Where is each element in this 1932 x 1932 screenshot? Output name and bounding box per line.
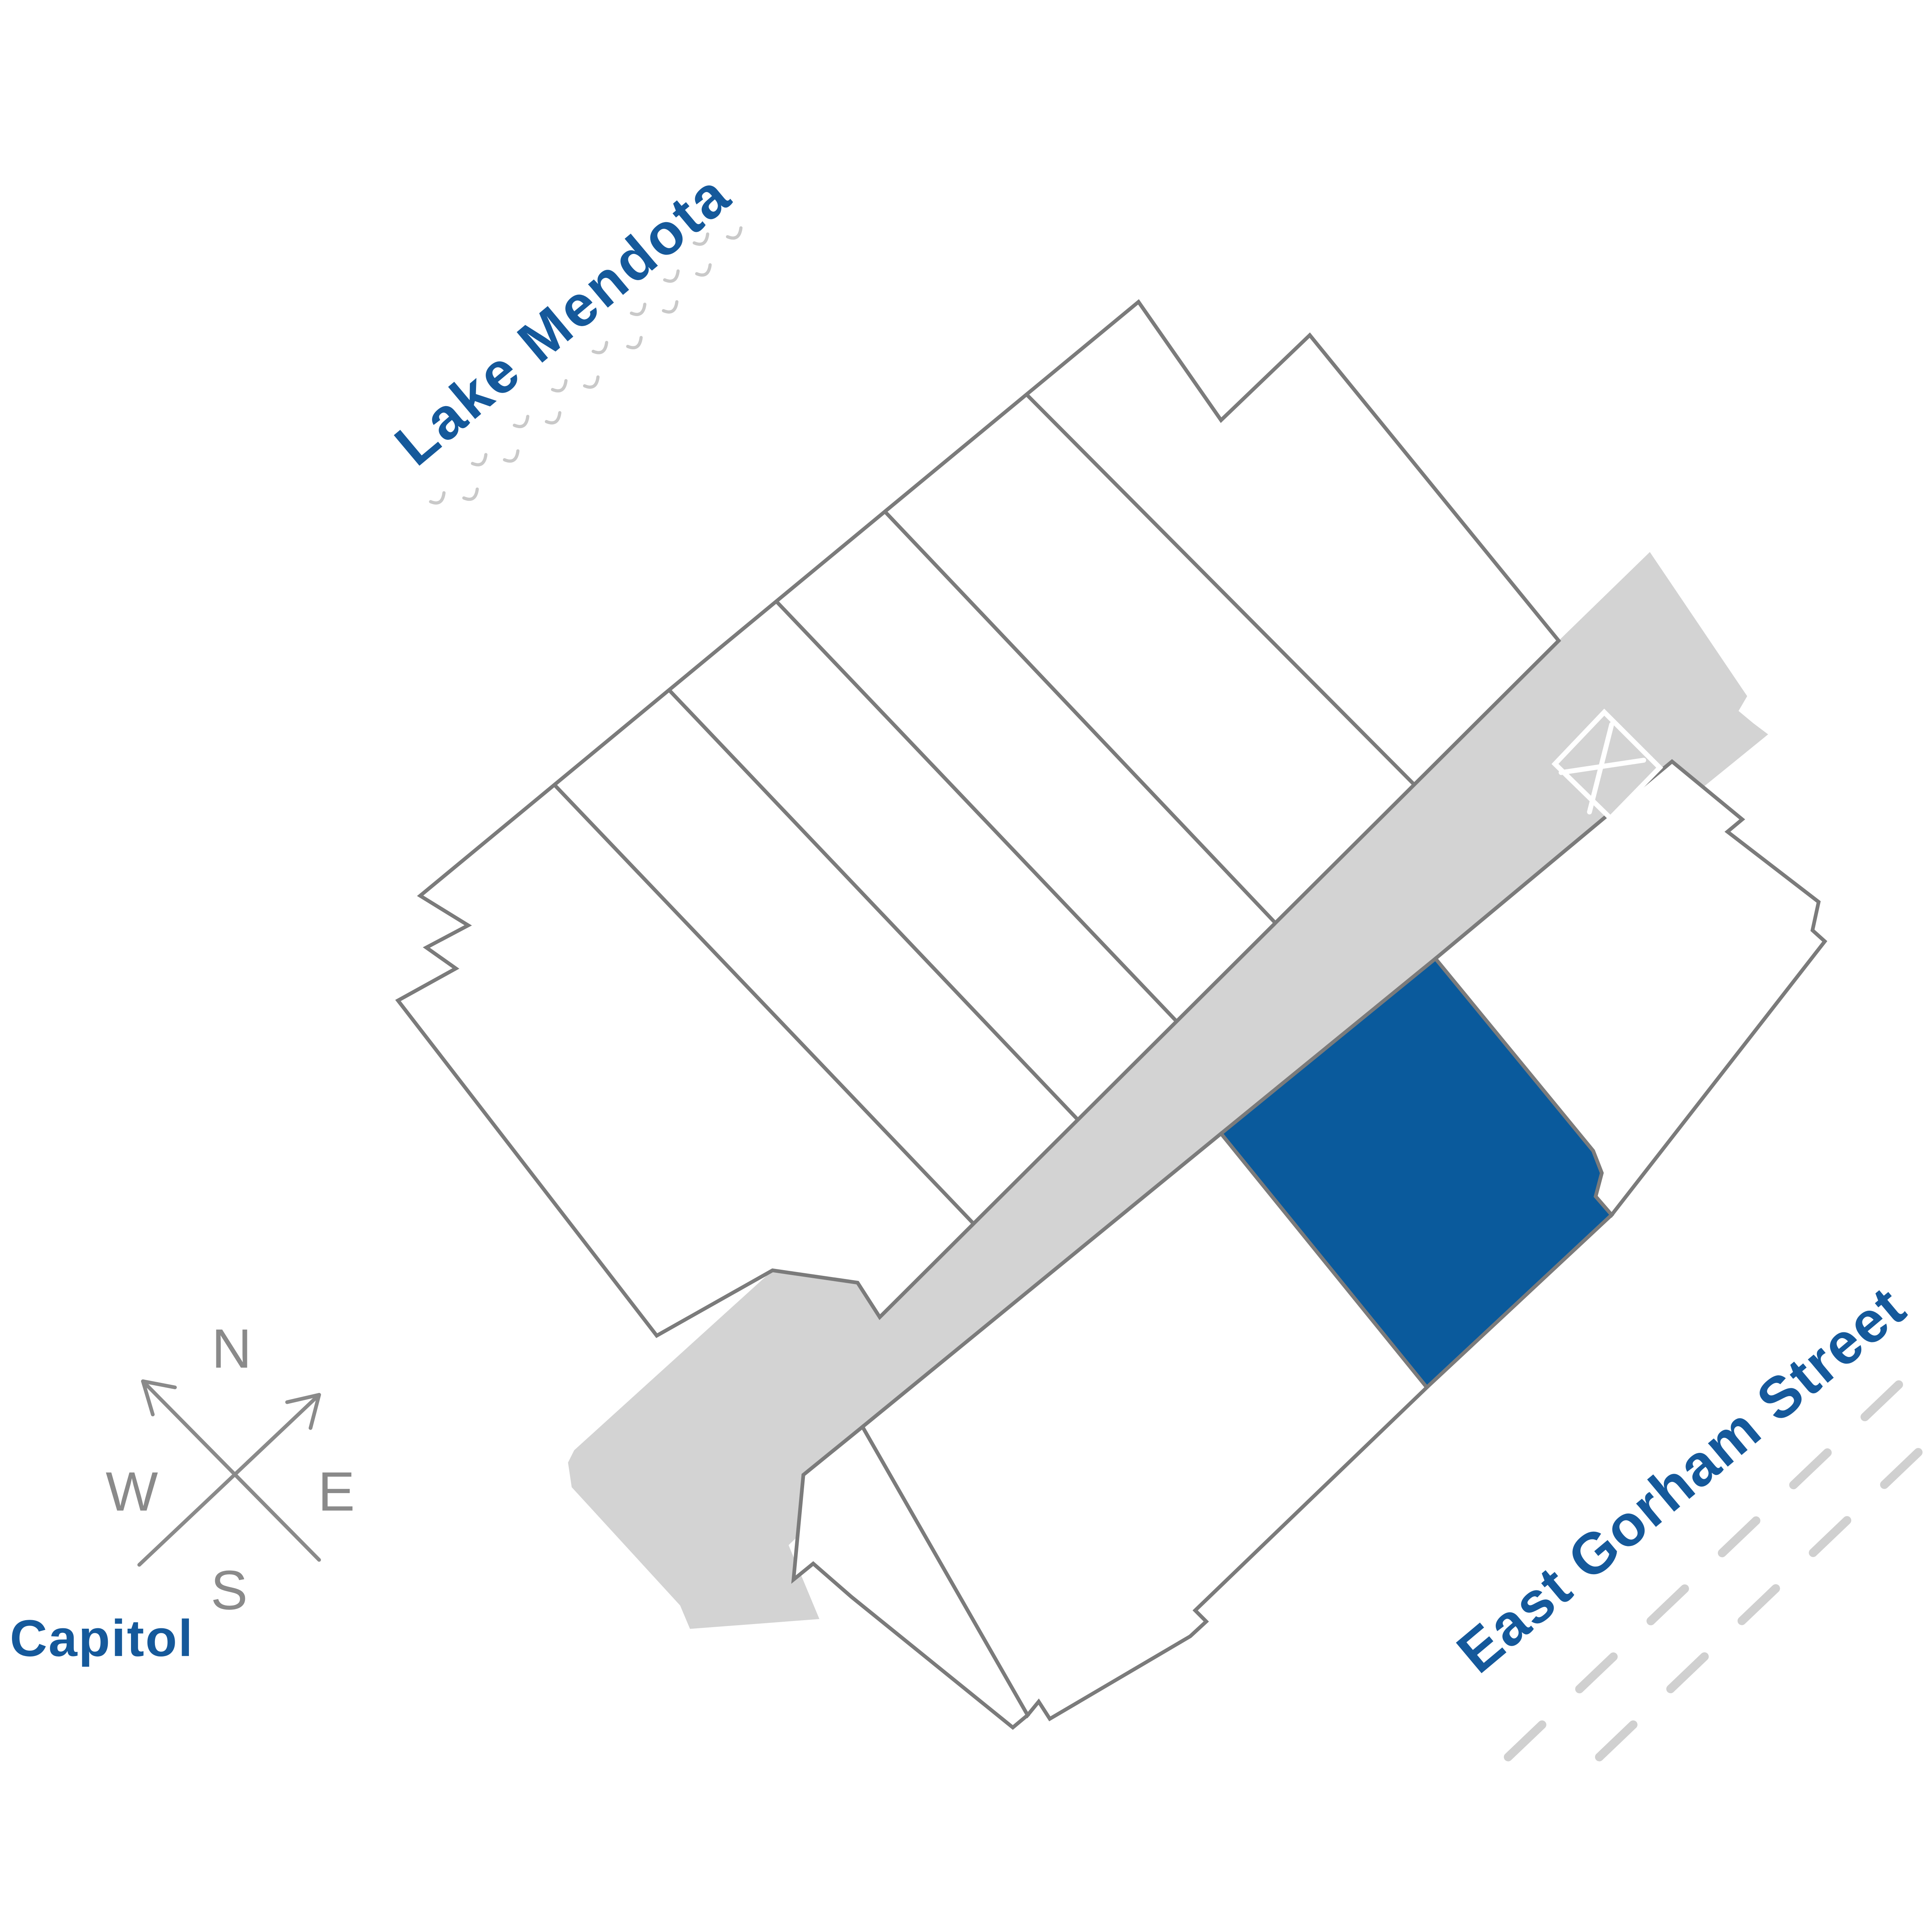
parcel-divider [668,689,1080,1121]
lake-name-label: Lake Mendota [383,161,743,478]
wave-icon [429,491,446,505]
wave-icon [695,263,712,277]
wave-icon [692,232,709,246]
wave-icon [471,453,488,466]
wave-icon [663,269,680,283]
compass-east-label: E [318,1461,355,1522]
compass-rose: N S W E [105,1318,355,1621]
wave-icon [629,303,646,316]
wave-icon [592,341,609,354]
lake-wave-icons [429,226,743,505]
wave-icon [626,336,643,350]
wave-icon [544,411,561,425]
capitol-label: Capitol [10,1610,194,1667]
wave-icon [583,375,600,389]
parcel-divider [1025,393,1416,786]
highlighted-parcel[interactable] [1218,956,1614,1390]
compass-arrows-icon [137,1379,321,1567]
wave-icon [513,415,529,429]
compass-north-label: N [212,1318,252,1380]
compass-south-label: S [211,1560,248,1621]
wave-icon [662,300,679,314]
wave-icon [726,226,743,240]
lakeside-parcel-block[interactable] [395,299,1561,1338]
parcel-divider [883,510,1277,924]
street-dash-line [1595,1435,1932,1762]
wave-icon [551,379,568,393]
parcel-divider [553,783,975,1225]
access-drive-area [568,552,1768,1629]
x-cross-icon [1558,722,1646,815]
wave-icon [503,449,520,463]
wave-icon [462,487,479,501]
parcel-divider [775,600,1178,1023]
street-name-label: East Gorham Street [1445,1274,1918,1685]
street-dashed-lines [1503,1349,1932,1762]
parcel-divider-lines [553,393,1416,1225]
parcel-bottom-left[interactable] [791,1424,1030,1730]
compass-west-label: W [105,1461,158,1522]
street-dash-line [1503,1349,1932,1762]
x-marker-square[interactable] [1551,708,1663,822]
